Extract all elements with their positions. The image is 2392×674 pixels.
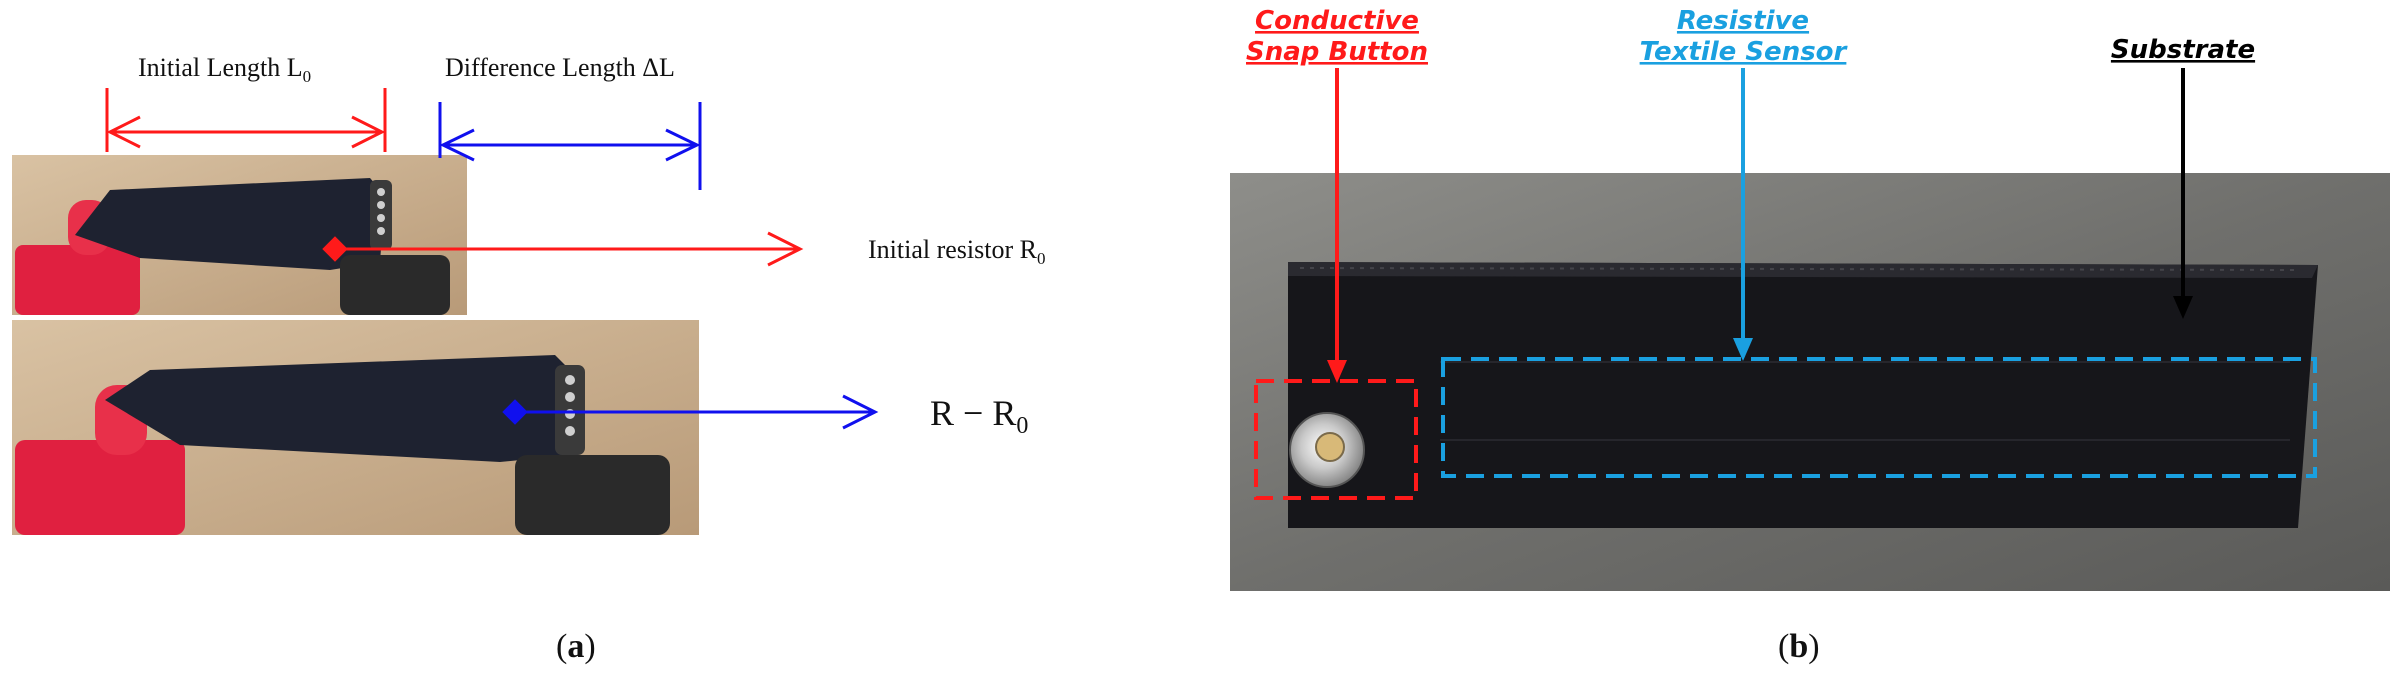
substrate-label: Substrate [2111,35,2255,65]
initial-resistor-arrow [322,231,804,267]
panel-b: Conductive Snap Button Resistive Textile… [1230,6,2390,665]
svg-text:Textile Sensor: Textile Sensor [1640,37,1849,67]
initial-length-dimension [105,88,387,152]
initial-length-label: Initial Length L0 [138,53,311,86]
caption-a: (a) [556,628,596,665]
textile-sensor-marker [1441,68,2317,478]
svg-text:Conductive: Conductive [1255,6,1419,36]
snap-button-label: Conductive Snap Button [1246,6,1428,67]
delta-resistance-label: R − R0 [930,393,1028,439]
panel-a: Initial Length L0 Difference Length ΔL I… [12,53,1045,665]
photo-sensor [1230,173,2390,591]
textile-sensor-label: Resistive Textile Sensor [1640,6,1849,67]
photo-stretched-state [12,320,699,535]
caption-b: (b) [1778,628,1820,665]
svg-text:Snap Button: Snap Button [1246,37,1428,67]
difference-length-label: Difference Length ΔL [445,53,675,82]
substrate-marker [2173,68,2193,319]
photo-initial-state [12,155,467,315]
initial-resistor-label: Initial resistor R0 [868,235,1045,268]
delta-resistance-arrow [502,394,879,430]
difference-length-dimension [438,102,702,190]
svg-text:Resistive: Resistive [1677,6,1809,36]
snap-button-marker [1254,68,1418,500]
